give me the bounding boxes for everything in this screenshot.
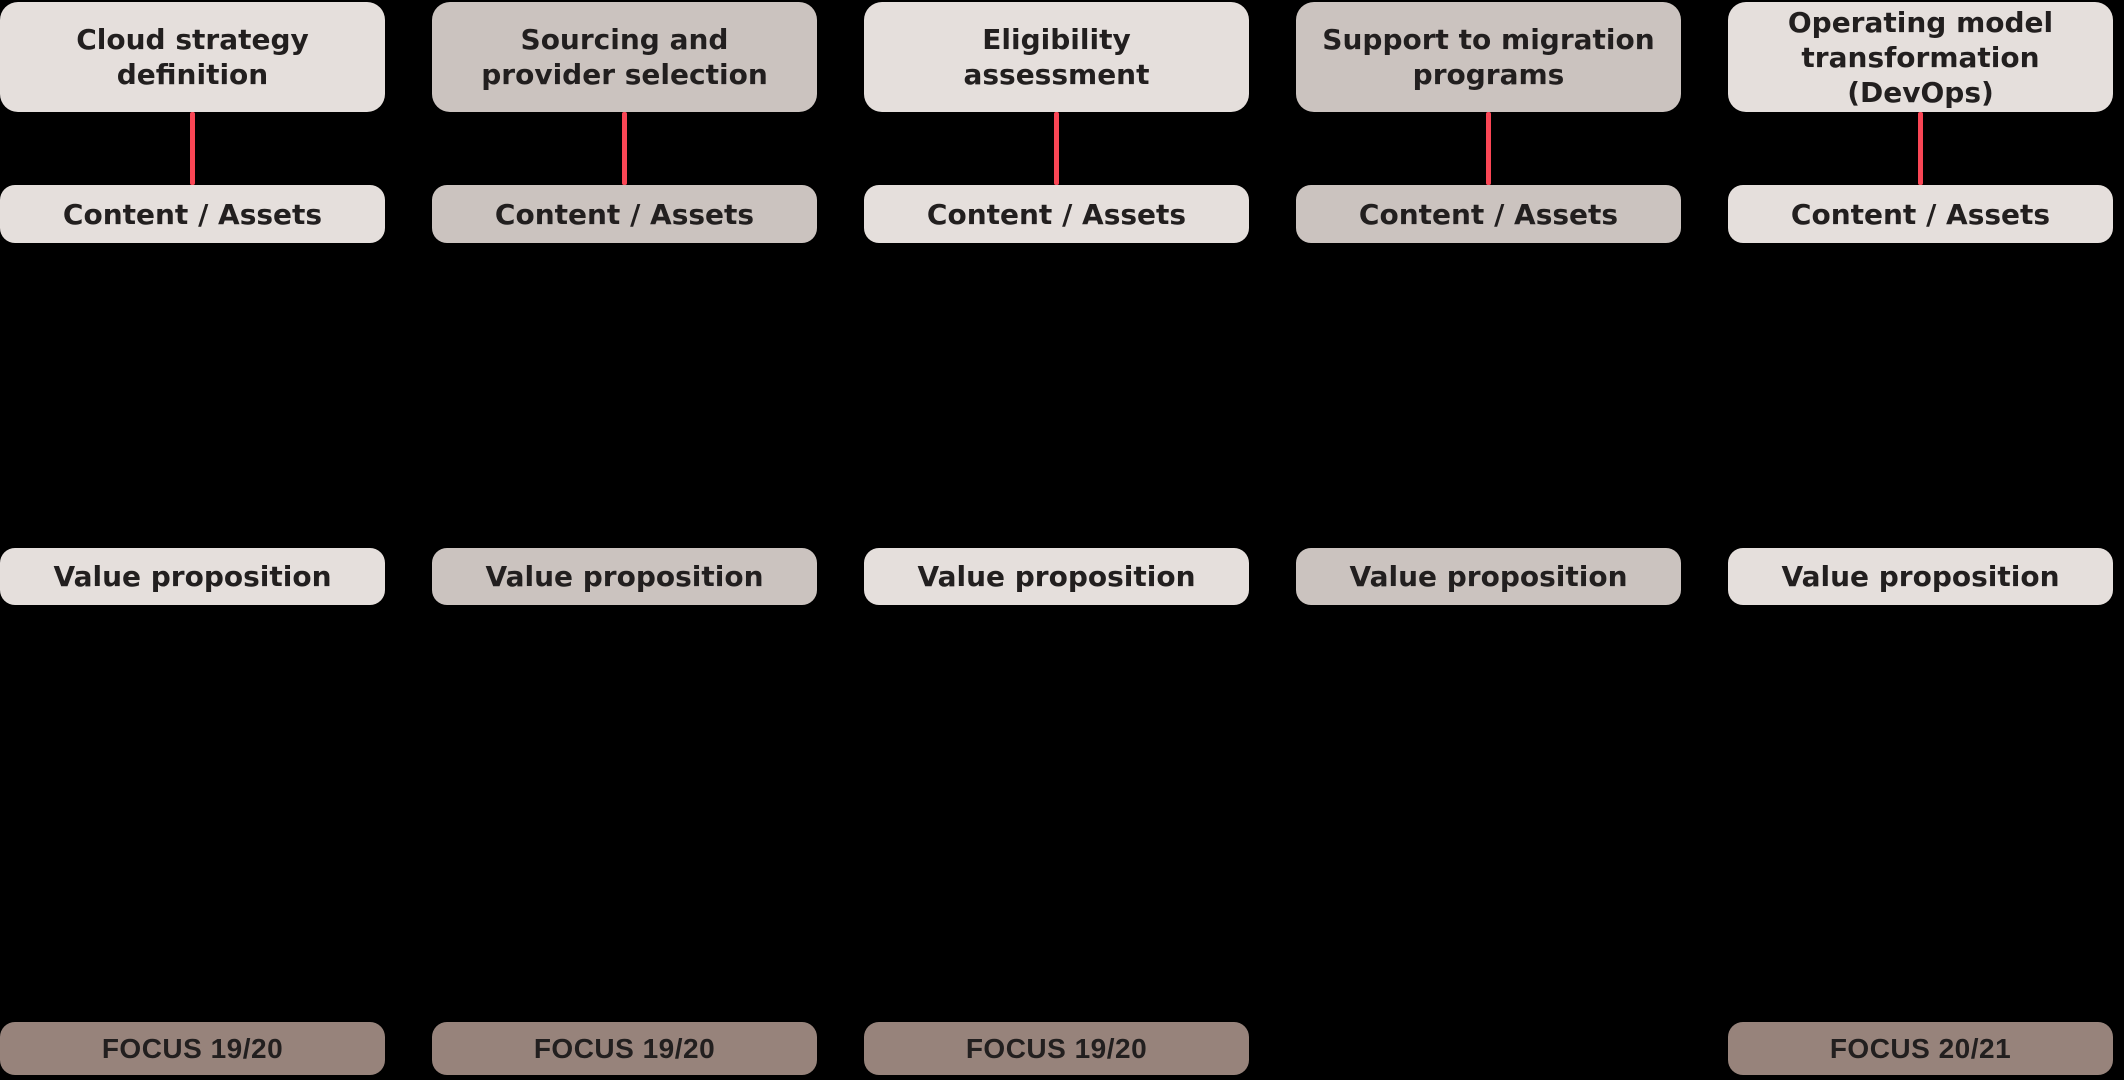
pillar-title: Operating model transformation (DevOps) bbox=[1787, 5, 2054, 109]
value-proposition-box: Value proposition bbox=[432, 548, 817, 605]
pillar-column-migration-support: Support to migration programs Content / … bbox=[1296, 0, 1681, 1080]
value-proposition-box: Value proposition bbox=[0, 548, 385, 605]
pillar-title-box: Support to migration programs bbox=[1296, 2, 1681, 112]
content-assets-box: Content / Assets bbox=[432, 185, 817, 243]
content-assets-box: Content / Assets bbox=[1296, 185, 1681, 243]
pillar-column-cloud-strategy: Cloud strategy definition Content / Asse… bbox=[0, 0, 385, 1080]
connector-line bbox=[622, 112, 627, 185]
focus-label: FOCUS 19/20 bbox=[533, 1032, 716, 1064]
content-assets-box: Content / Assets bbox=[864, 185, 1249, 243]
pillar-title-box: Eligibility assessment bbox=[864, 2, 1249, 112]
pillar-title: Sourcing and provider selection bbox=[481, 23, 768, 91]
value-proposition-box: Value proposition bbox=[1296, 548, 1681, 605]
pillar-title-box: Cloud strategy definition bbox=[0, 2, 385, 112]
pillar-title: Eligibility assessment bbox=[963, 23, 1150, 91]
focus-label: FOCUS 19/20 bbox=[101, 1032, 284, 1064]
connector-line bbox=[190, 112, 195, 185]
focus-box: FOCUS 19/20 bbox=[864, 1022, 1249, 1075]
connector-line bbox=[1918, 112, 1923, 185]
focus-label: FOCUS 20/21 bbox=[1829, 1032, 2012, 1064]
content-assets-label: Content / Assets bbox=[1790, 197, 2051, 231]
focus-box: FOCUS 19/20 bbox=[0, 1022, 385, 1075]
content-assets-box: Content / Assets bbox=[1728, 185, 2113, 243]
value-proposition-label: Value proposition bbox=[1349, 560, 1628, 593]
pillar-column-eligibility: Eligibility assessment Content / Assets … bbox=[864, 0, 1249, 1080]
value-proposition-label: Value proposition bbox=[485, 560, 764, 593]
connector-line bbox=[1486, 112, 1491, 185]
content-assets-label: Content / Assets bbox=[494, 197, 755, 231]
connector-line bbox=[1054, 112, 1059, 185]
value-proposition-label: Value proposition bbox=[53, 560, 332, 593]
value-proposition-box: Value proposition bbox=[864, 548, 1249, 605]
pillar-column-sourcing: Sourcing and provider selection Content … bbox=[432, 0, 817, 1080]
focus-box: FOCUS 19/20 bbox=[432, 1022, 817, 1075]
pillar-column-operating-model: Operating model transformation (DevOps) … bbox=[1728, 0, 2113, 1080]
content-assets-label: Content / Assets bbox=[1358, 197, 1619, 231]
focus-box: FOCUS 20/21 bbox=[1728, 1022, 2113, 1075]
pillar-title-box: Operating model transformation (DevOps) bbox=[1728, 2, 2113, 112]
pillar-title: Support to migration programs bbox=[1322, 23, 1655, 91]
pillar-title-box: Sourcing and provider selection bbox=[432, 2, 817, 112]
value-proposition-label: Value proposition bbox=[917, 560, 1196, 593]
pillar-title: Cloud strategy definition bbox=[76, 23, 309, 91]
focus-label: FOCUS 19/20 bbox=[965, 1032, 1148, 1064]
content-assets-box: Content / Assets bbox=[0, 185, 385, 243]
content-assets-label: Content / Assets bbox=[926, 197, 1187, 231]
value-proposition-box: Value proposition bbox=[1728, 548, 2113, 605]
content-assets-label: Content / Assets bbox=[62, 197, 323, 231]
value-proposition-label: Value proposition bbox=[1781, 560, 2060, 593]
